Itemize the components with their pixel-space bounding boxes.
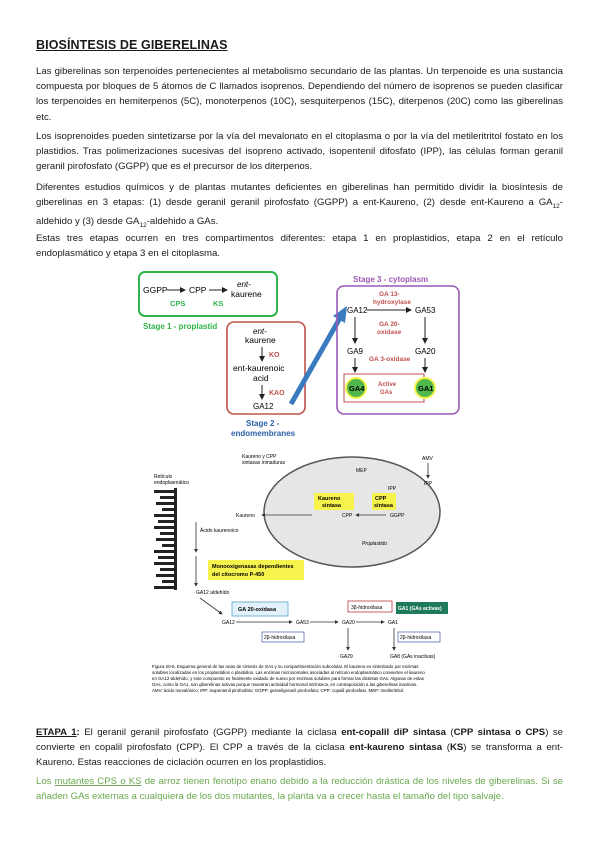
b2b-box	[397, 631, 441, 643]
fig2-cps1: CPP	[375, 496, 387, 502]
fig2-caption-1: Figura 20-6. Esquema general de las ruta…	[152, 664, 419, 669]
fig1-hydroxylase: hydroxylase	[373, 299, 411, 306]
b3-box	[347, 600, 393, 613]
fig2-ga20ox: GA 20-oxidasa	[238, 607, 277, 613]
fig1-ga20ox1: GA 20-	[379, 321, 400, 328]
fig2-kaureno-cpp1: Kaureno y CPP	[242, 454, 277, 460]
fig2-ks1: Kaureno	[318, 496, 341, 502]
stage2-box	[226, 321, 306, 415]
fig2-ipp2: IPP	[424, 481, 433, 487]
stage3-box	[336, 285, 460, 415]
fig1-acid2: acid	[253, 373, 269, 383]
proplastid	[263, 456, 441, 568]
ga1-active-box	[396, 602, 448, 614]
fig1-ga1: GA1	[418, 384, 433, 393]
stage2-subtitle: endomembranes	[231, 429, 296, 438]
transfer-arrow	[288, 316, 343, 406]
fig2-ga8: GA8 (GAs inactivas)	[390, 654, 436, 660]
fig1-kao: KAO	[269, 390, 285, 397]
fig2-mono1: Monooxigenasas dependientes	[212, 564, 294, 570]
fig2-reticulo1: Retículo	[154, 474, 173, 480]
transfer-arrow-head	[333, 306, 347, 323]
ks-box	[314, 493, 354, 510]
fig1-ga20ox2: oxidase	[377, 329, 402, 336]
fig2-b2a: 2β-hidroxilasa	[264, 635, 295, 641]
stage-diagram: GGPP CPP ent- kaurene CPS KS Stage 1 - p…	[138, 271, 460, 438]
fig2-reticulo2: endoplasmático	[154, 480, 189, 486]
page-title: BIOSÍNTESIS DE GIBERELINAS	[36, 38, 228, 52]
fig2-ga20: GA20	[342, 620, 355, 626]
fig1-ga20: GA20	[415, 347, 436, 356]
fig2-proplastido: Proplastido	[362, 541, 387, 547]
stage1-title: Stage 1 - proplastid	[143, 322, 217, 331]
fig1-ga12-c: GA12	[347, 306, 368, 315]
fig2-b2b: 2β-hidroxilasa	[400, 635, 431, 641]
fig1-acid1: ent-kaurenoic	[233, 363, 285, 373]
fig2-ga1: GA1	[388, 620, 398, 626]
fig2-caption-5: AMV: ácido mevalónico; IPP: isopentenil …	[152, 688, 404, 693]
fig1-cps: CPS	[170, 299, 185, 308]
fig2-ga29: GA29	[340, 654, 353, 660]
b2a-box	[261, 631, 305, 643]
er-stack	[154, 488, 177, 590]
ga20ox-box	[231, 601, 289, 617]
fig1-ga9: GA9	[347, 347, 364, 356]
stage3-title: Stage 3 - cytoplasm	[353, 275, 428, 284]
fig1-ga13: GA 13-	[379, 291, 400, 298]
fig1-ga3ox: GA 3-oxidase	[369, 356, 411, 363]
fig1-ga53: GA53	[415, 306, 436, 315]
fig1-ga4: GA4	[349, 384, 365, 393]
paragraph-mutants: Los mutantes CPS o KS de arroz tienen fe…	[36, 776, 563, 803]
paragraph-compartments: Estas tres etapas ocurren en tres compar…	[36, 233, 563, 260]
fig2-caption-3: en GA12-aldehído, y este compuesto es fi…	[152, 676, 425, 681]
fig2-arrow	[199, 597, 223, 615]
paragraph-intro: Las giberelinas son terpenoides pertenec…	[36, 66, 563, 123]
ga1-circle	[414, 377, 436, 399]
fig2-kaureno-cpp2: sintasas inmaduras	[242, 460, 286, 466]
fig2-mono2: del citocromo P-450	[212, 572, 264, 578]
fig2-amv: AMV	[422, 456, 434, 462]
fig2-ggpp: GGPP	[390, 513, 405, 519]
fig2-ga53: GA53	[296, 620, 309, 626]
fig2-ipp1: IPP	[388, 486, 397, 492]
fig1-kaurene: kaurene	[231, 289, 262, 299]
paragraph-etapa1: ETAPA 1: El geranil geranil pirofosfato …	[36, 727, 563, 769]
fig2-cpp: CPP	[342, 513, 353, 519]
fig1-active2: GAs	[380, 390, 393, 396]
fig2-cps2: sintasa	[374, 503, 394, 509]
fig1-ent: ent-	[237, 280, 251, 289]
paragraph-isoprenoids: Los isoprenoides pueden sintetizarse por…	[36, 131, 563, 173]
fig2-ks2: sintasa	[322, 503, 342, 509]
fig2-mep: MEP	[356, 468, 368, 474]
fig2-b3: 3β-hidroxilasa	[351, 605, 382, 611]
fig1-ga12: GA12	[253, 402, 274, 411]
paragraph-stages: Diferentes estudios químicos y de planta…	[36, 182, 563, 230]
fig2-ga12ald: GA12 aldehído	[196, 590, 230, 596]
fig1-s2-ent: ent-	[253, 327, 267, 336]
stage1-box	[138, 271, 278, 317]
ga4-circle	[345, 377, 367, 399]
fig2-acido: Ácido kaurenoico	[200, 527, 239, 534]
stage2-title: Stage 2 -	[246, 419, 280, 428]
pathway-figure: Retículo endoplasmático Kaureno y CPP si…	[152, 454, 448, 693]
fig2-caption-2: solubles localizadas en los proplastidio…	[152, 670, 425, 675]
p450-box	[208, 560, 304, 580]
fig2-caption-4: GAs, como la GA1, son giberelinas activa…	[152, 682, 417, 687]
fig1-ks: KS	[213, 299, 223, 308]
fig2-kaureno: Kaureno	[236, 513, 255, 519]
fig1-s2-kaurene: kaurene	[245, 335, 276, 345]
fig1-ggpp: GGPP	[143, 285, 168, 295]
fig1-ko: KO	[269, 352, 280, 359]
fig1-active1: Active	[378, 382, 397, 388]
fig1-cpp: CPP	[189, 285, 207, 295]
fig2-ga1act: GA1 (GAs activas)	[398, 606, 442, 612]
fig2-ga12: GA12	[222, 620, 235, 626]
cps-box	[372, 493, 396, 510]
